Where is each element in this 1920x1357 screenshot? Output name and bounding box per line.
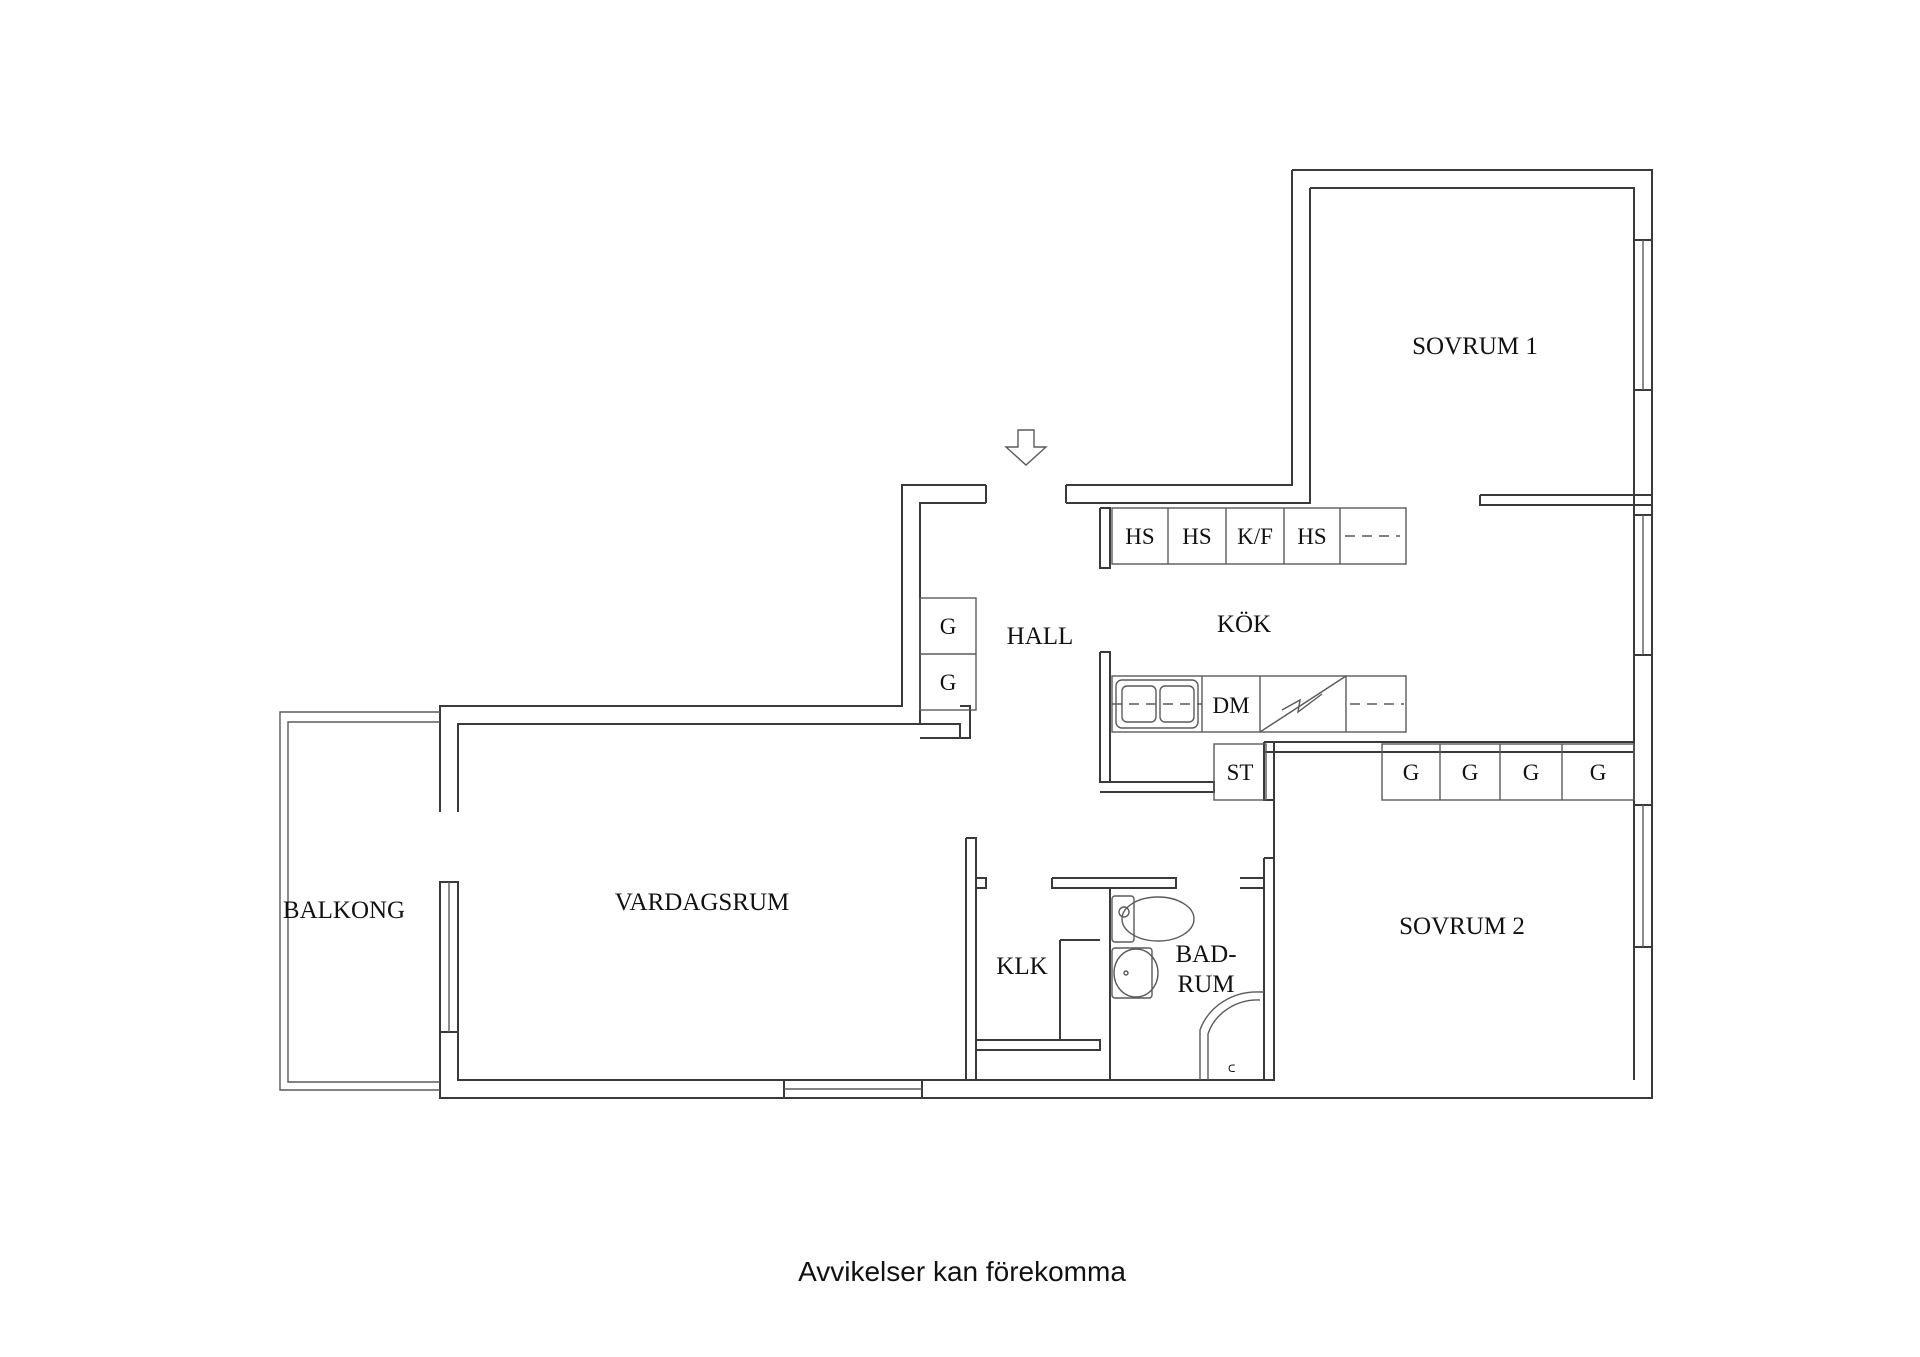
room-label-badrum-2: RUM: [1178, 971, 1235, 998]
cabinet-label-hs-1: HS: [1125, 524, 1154, 549]
east-windows: [1633, 239, 1653, 948]
cabinet-label-hs-3: HS: [1297, 524, 1326, 549]
room-label-hall: HALL: [1007, 623, 1074, 650]
svg-text:ᑕ: ᑕ: [1228, 1064, 1235, 1075]
cabinet-label-kf: K/F: [1237, 524, 1273, 549]
room-label-klk: KLK: [996, 953, 1047, 980]
balcony: [279, 711, 459, 1091]
wardrobe-row: [1381, 743, 1635, 801]
interior-walls: [920, 494, 1653, 1081]
cabinet-label-st: ST: [1227, 760, 1254, 785]
wardrobe-label-g-3: G: [1523, 760, 1540, 785]
kitchen-upper-cabinets: [1111, 507, 1407, 565]
shower-icon: ᑕ: [1199, 991, 1264, 1080]
toilet-icon: [1111, 895, 1195, 943]
room-label-kok: KÖK: [1217, 611, 1271, 638]
disclaimer-caption: Avvikelser kan förekomma: [798, 1256, 1126, 1287]
wardrobe-label-g-2: G: [1462, 760, 1479, 785]
cabinet-label-hs-2: HS: [1182, 524, 1211, 549]
room-label-sovrum1: SOVRUM 1: [1412, 333, 1538, 360]
closet-label-g-2: G: [940, 670, 957, 695]
room-label-badrum-1: BAD-: [1175, 941, 1236, 968]
room-label-vardagsrum: VARDAGSRUM: [615, 889, 790, 916]
appliance-label-dm: DM: [1212, 693, 1249, 718]
washbasin-icon: [1111, 947, 1159, 999]
st-cabinet: [1213, 743, 1267, 801]
kitchen-counter: [1111, 675, 1407, 733]
wardrobe-label-g-1: G: [1403, 760, 1420, 785]
sink-icon: [1115, 679, 1199, 729]
hall-closets: [919, 597, 977, 711]
room-label-balkong: BALKONG: [283, 897, 405, 924]
wardrobe-label-g-4: G: [1590, 760, 1607, 785]
room-label-sovrum2: SOVRUM 2: [1399, 913, 1525, 940]
entrance-arrow-icon: [1004, 429, 1048, 466]
closet-label-g-1: G: [940, 614, 957, 639]
